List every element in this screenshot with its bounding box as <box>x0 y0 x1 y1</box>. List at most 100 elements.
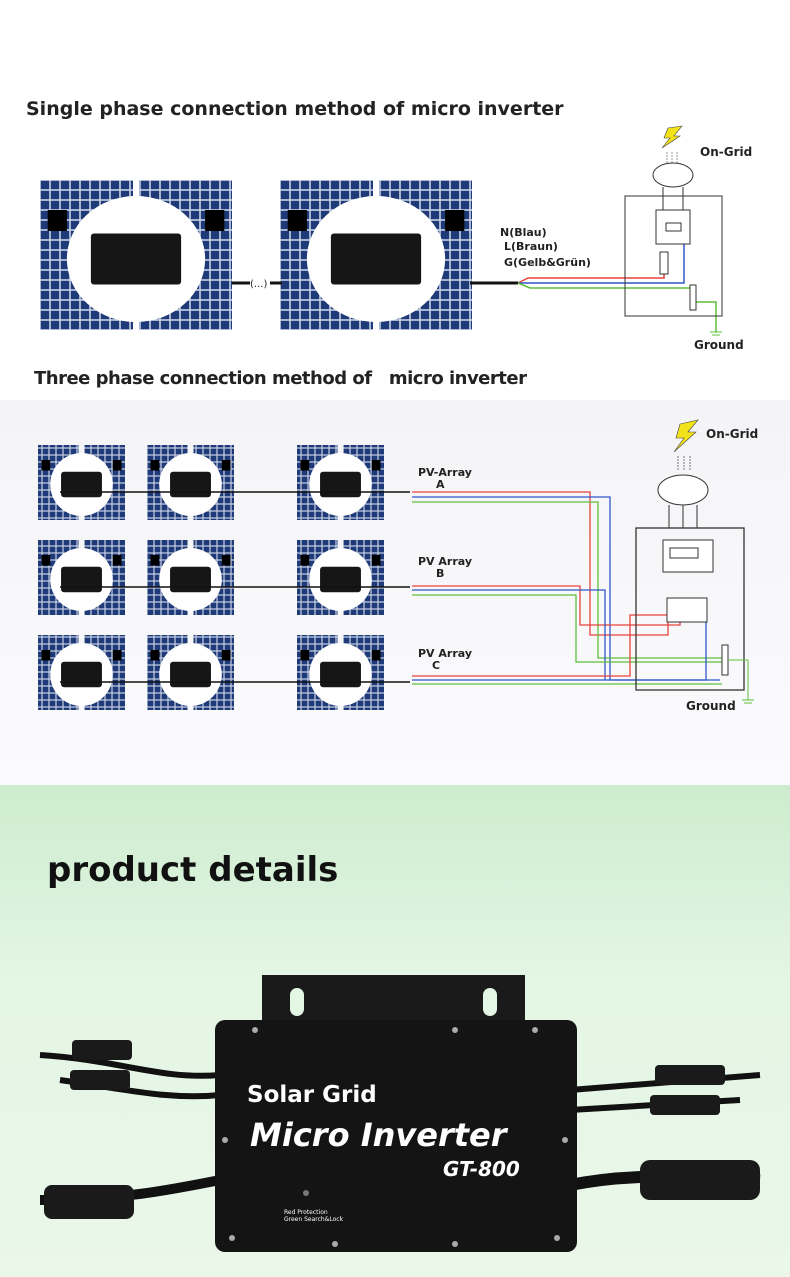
phase-wire <box>412 589 606 680</box>
lightning-bolt-icon <box>661 125 683 149</box>
junction-box <box>371 460 381 471</box>
ground-bar <box>689 284 697 311</box>
junction-box <box>205 210 225 231</box>
solar-panel-group <box>38 445 125 520</box>
array-c-name: PV Array <box>418 647 472 660</box>
junction-box <box>221 555 231 566</box>
status-led <box>303 1190 309 1196</box>
micro-inverter <box>320 471 361 498</box>
three-phase-panel-groups <box>38 445 410 710</box>
ac-connector <box>640 1160 760 1200</box>
junction-box <box>41 650 51 661</box>
wire-label-g: G(Gelb&Grün) <box>504 256 591 269</box>
ground-label-3: Ground <box>686 699 736 713</box>
three-phase-grid-box: On-Grid Ground <box>635 419 758 713</box>
single-phase-panel-groups <box>40 180 472 330</box>
array-c-phase: C <box>432 659 440 672</box>
solar-panel-group <box>147 445 234 520</box>
phase-wire <box>412 598 694 677</box>
brand-text: Solar Grid <box>247 1082 377 1108</box>
led-legend-green: Green Search&Lock <box>284 1216 344 1223</box>
junction-box <box>112 650 122 661</box>
solar-panel-group <box>40 180 232 330</box>
ellipsis-label: (...) <box>250 279 267 290</box>
meter-panel <box>662 539 714 573</box>
ground-label: Ground <box>694 338 744 352</box>
ac-connector <box>44 1185 134 1219</box>
single-phase-title: Single phase connection method of micro … <box>26 98 564 120</box>
lightning-bolt-icon <box>673 419 699 453</box>
mc4-connector <box>650 1095 720 1115</box>
single-phase-wires <box>517 240 717 332</box>
on-grid-label-3: On-Grid <box>706 427 758 441</box>
phase-wire <box>412 491 669 636</box>
product-details-title: product details <box>47 850 339 890</box>
micro-inverter <box>61 471 102 498</box>
micro-inverter <box>61 566 102 593</box>
switch <box>659 251 669 275</box>
micro-inverter <box>320 566 361 593</box>
wire-n <box>518 240 685 284</box>
solar-panel-group <box>38 635 125 710</box>
single-phase-grid-box: On-Grid Ground <box>624 125 752 352</box>
junction-box <box>150 555 160 566</box>
breaker <box>655 209 691 245</box>
three-phase-title: Three phase connection method of micro i… <box>34 368 527 389</box>
three-phase-labels: PV-Array A PV Array B PV Array C <box>418 466 472 672</box>
micro-inverter <box>170 471 211 498</box>
led-legend-red: Red Protection <box>284 1209 328 1216</box>
model-text: GT-800 <box>443 1157 520 1181</box>
phase-wire <box>412 501 722 659</box>
junction-box <box>300 555 310 566</box>
three-phase-section <box>0 400 790 785</box>
grid-meter <box>652 162 694 188</box>
array-a-name: PV-Array <box>418 466 472 479</box>
junction-box <box>112 460 122 471</box>
junction-box <box>287 210 307 231</box>
grid-meter-3 <box>657 474 709 506</box>
single-phase-trunk-cable: (...) <box>232 279 518 290</box>
junction-box <box>41 460 51 471</box>
micro-inverter <box>170 661 211 688</box>
on-grid-label: On-Grid <box>700 145 752 159</box>
junction-box <box>112 555 122 566</box>
solar-panel-group <box>297 540 384 615</box>
junction-box <box>300 460 310 471</box>
mc4-connector <box>72 1040 132 1060</box>
junction-box <box>150 650 160 661</box>
micro-inverter <box>90 233 182 285</box>
ground-bar-3 <box>721 644 729 676</box>
solar-panel-group <box>147 540 234 615</box>
junction-box <box>41 555 51 566</box>
micro-inverter <box>170 566 211 593</box>
junction-box <box>371 555 381 566</box>
product-image: Solar Grid Micro Inverter GT-800 Red Pro… <box>39 975 761 1252</box>
array-b-name: PV Array <box>418 555 472 568</box>
solar-panel-group <box>280 180 472 330</box>
three-phase-breaker <box>666 597 708 623</box>
wire-l <box>517 270 665 284</box>
wire-label-n: N(Blau) <box>500 226 547 239</box>
junction-box <box>300 650 310 661</box>
mc4-connector <box>70 1070 130 1090</box>
junction-box <box>445 210 465 231</box>
junction-box <box>221 460 231 471</box>
micro-inverter <box>330 233 422 285</box>
solar-panel-group <box>297 445 384 520</box>
array-a-phase: A <box>436 478 445 491</box>
array-b-phase: B <box>436 567 444 580</box>
micro-inverter <box>320 661 361 688</box>
phase-wire <box>412 598 707 681</box>
micro-inverter <box>61 661 102 688</box>
junction-box <box>221 650 231 661</box>
junction-box <box>47 210 67 231</box>
phase-wire <box>412 585 681 626</box>
solar-panel-group <box>147 635 234 710</box>
solar-panel-group <box>297 635 384 710</box>
wire-g <box>517 282 692 289</box>
wire-label-l: L(Braun) <box>504 240 558 253</box>
junction-box <box>150 460 160 471</box>
product-name-text: Micro Inverter <box>250 1116 509 1154</box>
mc4-connector <box>655 1065 725 1085</box>
